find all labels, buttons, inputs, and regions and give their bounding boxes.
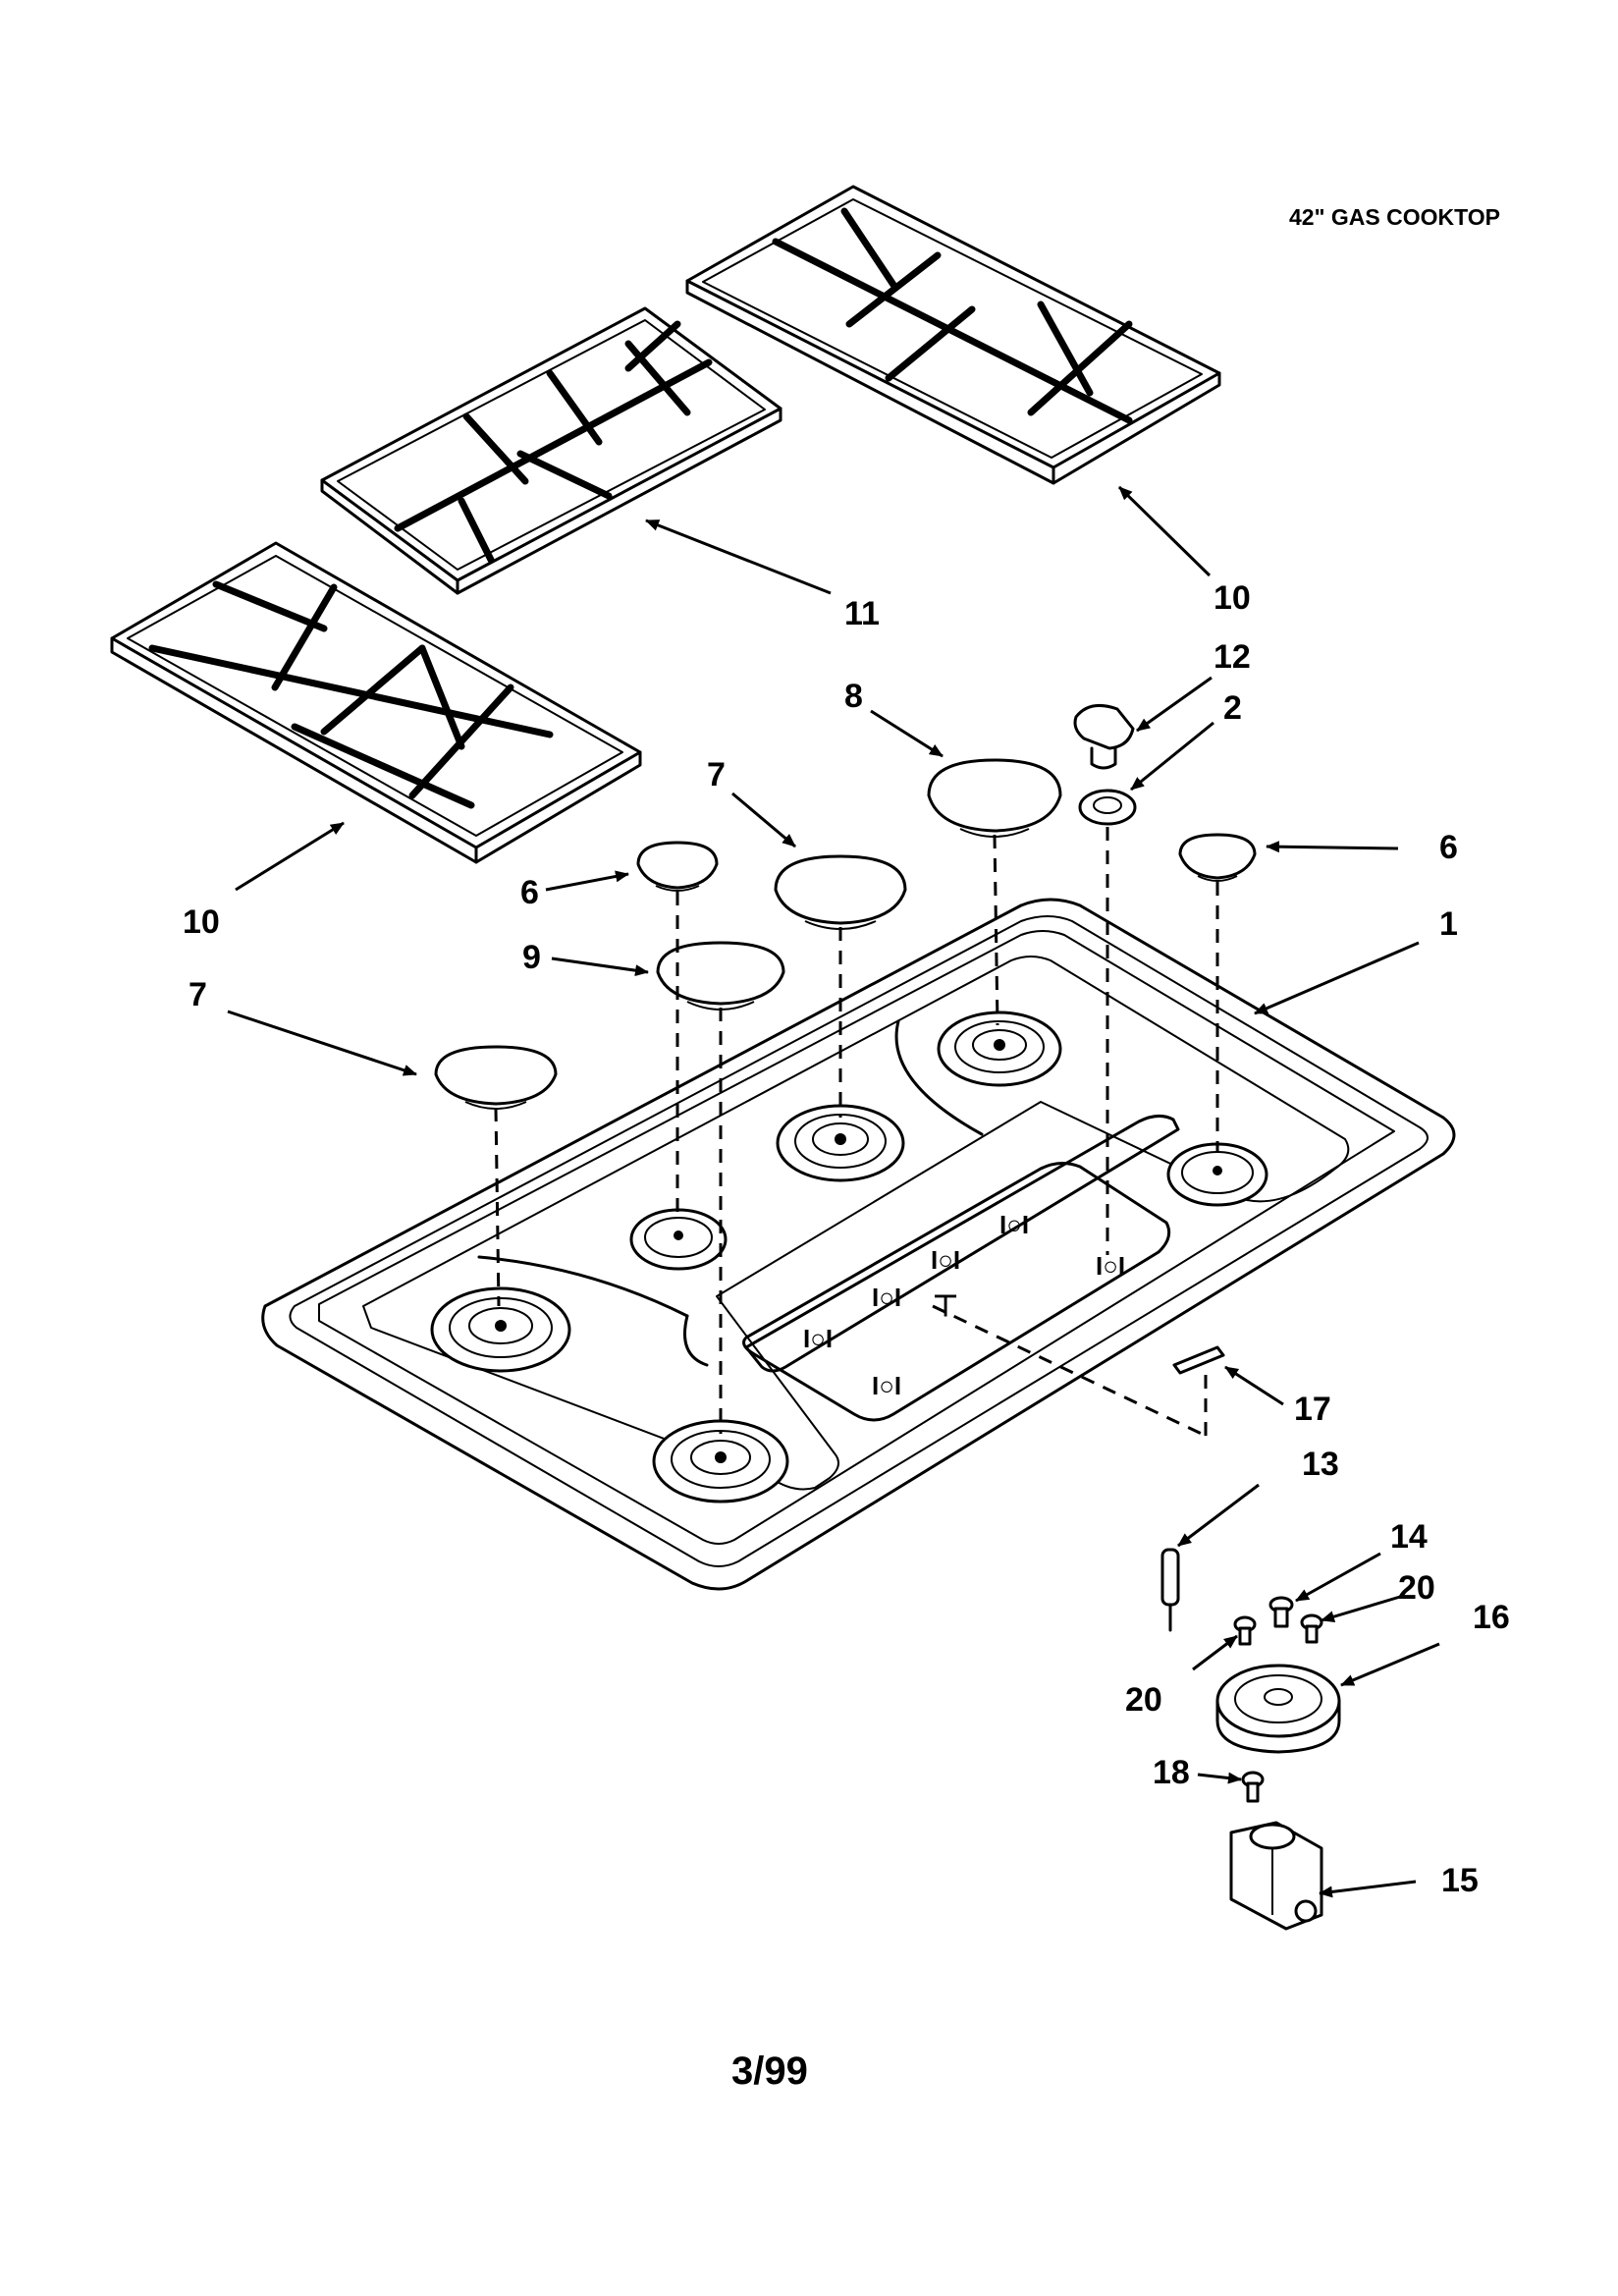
knob-symbol: I○I: [803, 1324, 833, 1353]
diagram-title: 42" GAS COOKTOP: [1289, 204, 1500, 230]
callout-16: 16: [1473, 1599, 1510, 1636]
grate-left: [110, 541, 642, 864]
cap-9: [656, 941, 785, 1011]
control-knob: [1073, 703, 1135, 770]
callout-10-left: 10: [183, 903, 220, 941]
burner-left-rear: [430, 1286, 571, 1373]
callout-8: 8: [844, 678, 863, 715]
callout-2: 2: [1223, 689, 1242, 727]
callout-20-left: 20: [1125, 1681, 1162, 1719]
callout-9: 9: [522, 939, 541, 976]
grate-right: [685, 185, 1221, 485]
knob-symbol: I○I: [931, 1245, 960, 1275]
knob-bezel: [1078, 789, 1137, 826]
callout-17: 17: [1294, 1391, 1331, 1428]
callout-15: 15: [1441, 1862, 1479, 1899]
knob-symbol: I○I: [1096, 1251, 1125, 1281]
callout-18: 18: [1153, 1754, 1190, 1791]
burner-ports: [430, 1011, 1268, 1503]
callout-10-right: 10: [1214, 579, 1251, 617]
callout-13: 13: [1302, 1446, 1339, 1483]
part-17-label-plate: [1172, 1345, 1225, 1375]
burner-rear-large: [937, 1011, 1062, 1087]
part-20-screw-left: [1233, 1615, 1257, 1646]
burner-left-front: [652, 1419, 789, 1503]
part-15-valve: [1229, 1821, 1323, 1931]
cooktop-main-top: I○I I○I I○I I○I I○I I○I ⊤: [261, 898, 1456, 1591]
callout-1: 1: [1439, 905, 1458, 943]
callout-14: 14: [1390, 1518, 1428, 1556]
callout-12: 12: [1214, 638, 1251, 676]
callout-7-left: 7: [189, 976, 207, 1013]
part-16-burner-base: [1215, 1664, 1341, 1754]
burner-center-large: [776, 1104, 905, 1182]
assembly-lines: [494, 827, 1219, 1438]
part-18-screw: [1241, 1771, 1265, 1803]
callout-labels: 10 11 10 12 2 8 7 6 6 9 1 7 17 13 14 20 …: [183, 579, 1510, 1899]
date-code: 3/99: [731, 2050, 808, 2093]
burner-small-center: [629, 1208, 728, 1271]
cap-7-center: [774, 854, 907, 930]
callout-6-right: 6: [1439, 829, 1458, 866]
callout-7-center: 7: [707, 756, 726, 793]
grate-center: [320, 306, 782, 595]
cap-8: [927, 758, 1062, 838]
part-13-electrode: [1160, 1548, 1180, 1632]
knob-symbol: I○I: [872, 1283, 901, 1312]
knob-symbol: I○I: [872, 1371, 901, 1400]
cap-7-left: [434, 1045, 558, 1110]
callout-6-left: 6: [520, 874, 539, 911]
burner-right-small: [1166, 1142, 1268, 1207]
callout-arrows: [227, 485, 1440, 1898]
callout-20-right: 20: [1398, 1569, 1435, 1607]
part-20-screw-right: [1300, 1613, 1323, 1644]
part-14-screw: [1268, 1596, 1294, 1628]
cap-6-small: [636, 841, 719, 892]
callout-11: 11: [844, 595, 880, 632]
knob-symbol: I○I: [999, 1210, 1029, 1239]
cap-6-right: [1178, 833, 1257, 882]
